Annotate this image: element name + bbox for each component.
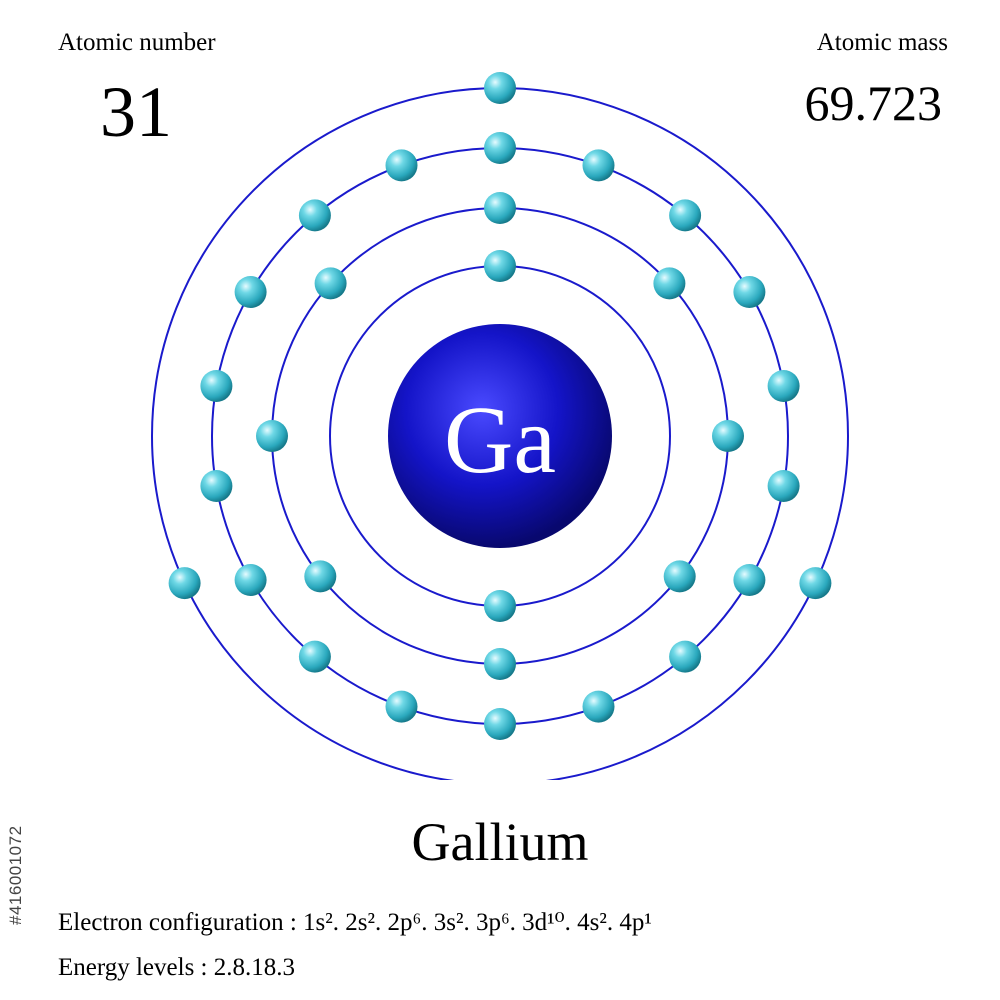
energy-levels: Energy levels : 2.8.18.3: [58, 954, 295, 981]
electron-shell-2-3: [256, 420, 288, 452]
electron-shell-3-16: [234, 276, 267, 308]
atomic-mass-label: Atomic mass: [816, 29, 948, 56]
electron-shell-4-1: [484, 72, 516, 104]
stock-image-id: #416001072: [6, 825, 25, 925]
electron-shell-3-8: [669, 640, 702, 673]
electron-shell-4-3: [799, 567, 832, 600]
electron-shell-3-4: [733, 276, 766, 308]
atomic-number-label: Atomic number: [58, 29, 216, 56]
electron-shell-2-7: [712, 420, 744, 452]
electron-shell-3-10: [484, 708, 516, 740]
nucleus-sphere: [388, 324, 612, 548]
electron-shell-2-2: [314, 267, 347, 300]
bohr-model-diagram: Ga: [151, 72, 849, 780]
electron-shell-3-14: [200, 470, 233, 502]
electron-shell-3-11: [385, 690, 418, 723]
electron-shell-3-5: [767, 370, 800, 402]
electron-shell-3-15: [200, 370, 233, 402]
element-name: Gallium: [411, 812, 589, 872]
electron-shell-3-6: [767, 470, 800, 502]
atomic-mass-value: 69.723: [804, 75, 943, 131]
electron-shell-2-8: [653, 267, 686, 300]
electron-shell-2-6: [663, 560, 696, 593]
element-symbol: Ga: [444, 386, 556, 493]
atomic-number-value: 31: [100, 72, 172, 152]
electron-shell-1-2: [484, 590, 516, 622]
electron-shell-2-1: [484, 192, 516, 224]
electron-shell-3-13: [234, 564, 267, 596]
nucleus: Ga: [388, 324, 612, 548]
electron-shell-3-12: [298, 640, 331, 673]
electron-group: [168, 72, 832, 740]
electron-shell-3-1: [484, 132, 516, 164]
electron-shell-3-18: [385, 149, 418, 182]
electron-shell-3-3: [669, 199, 702, 232]
electron-shell-1-1: [484, 250, 516, 282]
electron-shell-3-2: [582, 149, 615, 182]
electron-shell-4-2: [168, 567, 201, 600]
electron-shell-2-4: [304, 560, 337, 593]
electron-configuration: Electron configuration : 1s². 2s². 2p⁶. …: [58, 909, 652, 936]
electron-shell-3-17: [298, 199, 331, 232]
electron-shell-3-7: [733, 564, 766, 596]
electron-shell-3-9: [582, 690, 615, 723]
electron-shell-2-5: [484, 648, 516, 680]
